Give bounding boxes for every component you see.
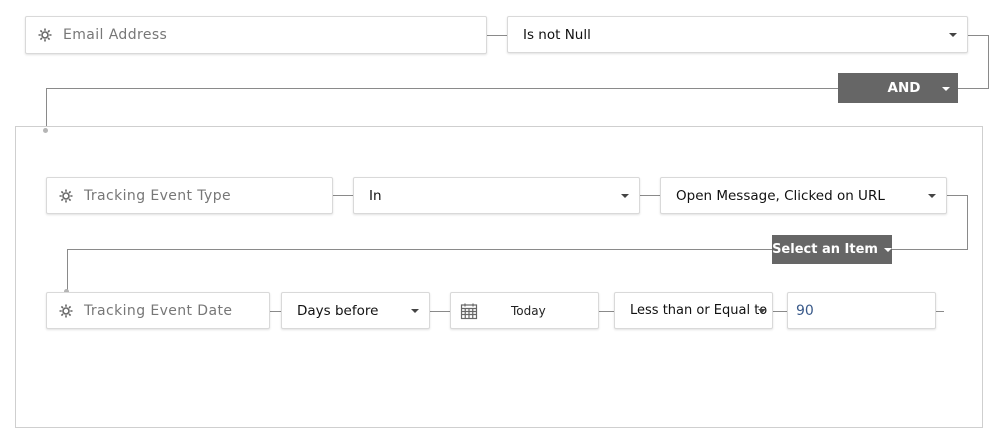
calendar-icon[interactable]: [460, 302, 478, 320]
comparison-select[interactable]: Less than or Equal to: [614, 292, 773, 329]
operator-value: Is not Null: [523, 26, 591, 43]
chevron-down-icon: [883, 247, 892, 252]
and-join-button[interactable]: AND: [838, 73, 958, 103]
connector-line: [967, 195, 968, 249]
connector-line: [67, 249, 772, 250]
connector-line: [892, 249, 968, 250]
chevron-down-icon: [928, 193, 936, 198]
select-an-item-button[interactable]: Select an Item: [772, 235, 892, 264]
connector-line: [640, 195, 660, 196]
chevron-down-icon: [758, 308, 766, 313]
values-select[interactable]: Open Message, Clicked on URL: [660, 177, 947, 214]
connector-dot: [64, 289, 69, 294]
attribute-field-tracking-event-type[interactable]: Tracking Event Type: [46, 177, 333, 214]
gear-icon[interactable]: [58, 303, 74, 319]
operator-select[interactable]: In: [353, 177, 640, 214]
connector-line: [773, 311, 787, 312]
connector-line: [968, 35, 988, 36]
chevron-down-icon: [411, 308, 419, 313]
connector-line: [487, 35, 507, 36]
join-label: Select an Item: [772, 242, 878, 257]
operator-value: In: [369, 187, 382, 204]
connector-line: [270, 311, 281, 312]
connector-line: [333, 195, 353, 196]
date-value: Today: [511, 303, 546, 318]
attribute-label: Tracking Event Date: [84, 302, 233, 319]
operator-select[interactable]: Is not Null: [507, 16, 968, 53]
gear-icon[interactable]: [58, 188, 74, 204]
attribute-field-tracking-event-date[interactable]: Tracking Event Date: [46, 292, 270, 329]
number-value: 90: [796, 302, 814, 319]
connector-line: [46, 88, 47, 130]
connector-line: [936, 311, 944, 312]
gear-icon[interactable]: [37, 27, 53, 43]
connector-line: [430, 311, 450, 312]
join-label: AND: [887, 80, 921, 96]
attribute-field-email-address[interactable]: Email Address: [25, 16, 487, 54]
chevron-down-icon: [942, 87, 950, 91]
chevron-down-icon: [949, 32, 957, 37]
chevron-down-icon: [621, 193, 629, 198]
connector-dot: [43, 128, 48, 133]
connector-line: [958, 88, 989, 89]
attribute-label: Tracking Event Type: [84, 187, 232, 204]
comparison-value: Less than or Equal to: [630, 303, 768, 318]
connector-line: [46, 88, 838, 89]
connector-line: [67, 249, 68, 292]
connector-line: [988, 35, 989, 88]
condition-group: [15, 126, 983, 428]
attribute-label: Email Address: [63, 27, 168, 43]
relative-date-select[interactable]: Days before: [281, 292, 430, 329]
date-picker[interactable]: Today: [450, 292, 599, 329]
number-input[interactable]: 90: [787, 292, 936, 329]
values-value: Open Message, Clicked on URL: [676, 187, 885, 204]
relative-value: Days before: [297, 302, 379, 319]
connector-line: [599, 311, 614, 312]
connector-line: [947, 195, 967, 196]
